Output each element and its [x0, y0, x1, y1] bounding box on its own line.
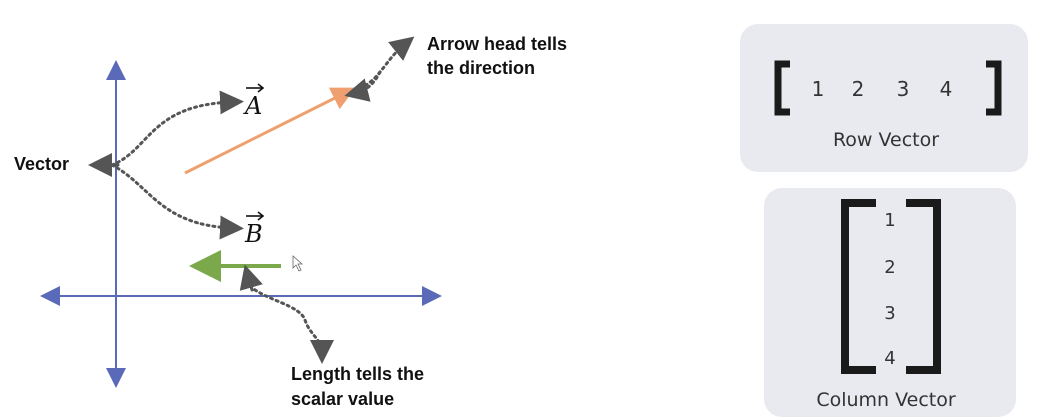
- arrow-head-label-line2: the direction: [427, 58, 535, 78]
- column-vector-value: 1: [884, 210, 895, 231]
- length-label-line1: Length tells the: [291, 364, 424, 384]
- dotted-arrow-head-back: [344, 70, 382, 102]
- column-vector-value: 3: [884, 303, 895, 324]
- row-vector-value: 2: [852, 77, 865, 101]
- row-vector-card: 1 2 3 4 Row Vector: [740, 24, 1028, 172]
- vector-label: Vector: [14, 154, 69, 174]
- column-vector-value: 4: [884, 348, 895, 369]
- vector-a-label: A: [243, 83, 265, 120]
- dotted-length-back: [239, 264, 263, 292]
- row-vector-value: 3: [897, 77, 910, 101]
- dotted-to-arrow-head: [358, 36, 415, 90]
- column-vector-card: 1 2 3 4 Column Vector: [764, 188, 1016, 417]
- column-right-bracket: [906, 199, 941, 374]
- svg-text:A: A: [243, 92, 262, 120]
- vector-a-arrow: [184, 87, 356, 175]
- dotted-vector-to-a: [110, 90, 244, 167]
- column-vector-caption: Column Vector: [816, 389, 956, 411]
- row-vector-caption: Row Vector: [833, 129, 939, 151]
- row-vector-value: 4: [940, 77, 953, 101]
- column-vector-value: 2: [884, 257, 895, 278]
- row-left-bracket: [774, 60, 790, 116]
- row-vector-value: 1: [812, 77, 825, 101]
- row-right-bracket: [986, 60, 1002, 116]
- column-left-bracket: [841, 199, 876, 374]
- svg-text:B: B: [244, 220, 263, 248]
- dotted-vector-to-b: [110, 163, 244, 240]
- mouse-cursor-icon: [292, 255, 304, 272]
- length-label-line2: scalar value: [291, 389, 394, 409]
- arrow-head-label-line1: Arrow head tells: [427, 34, 567, 54]
- vector-b-label: B: [244, 211, 265, 248]
- dotted-to-length: [248, 284, 334, 364]
